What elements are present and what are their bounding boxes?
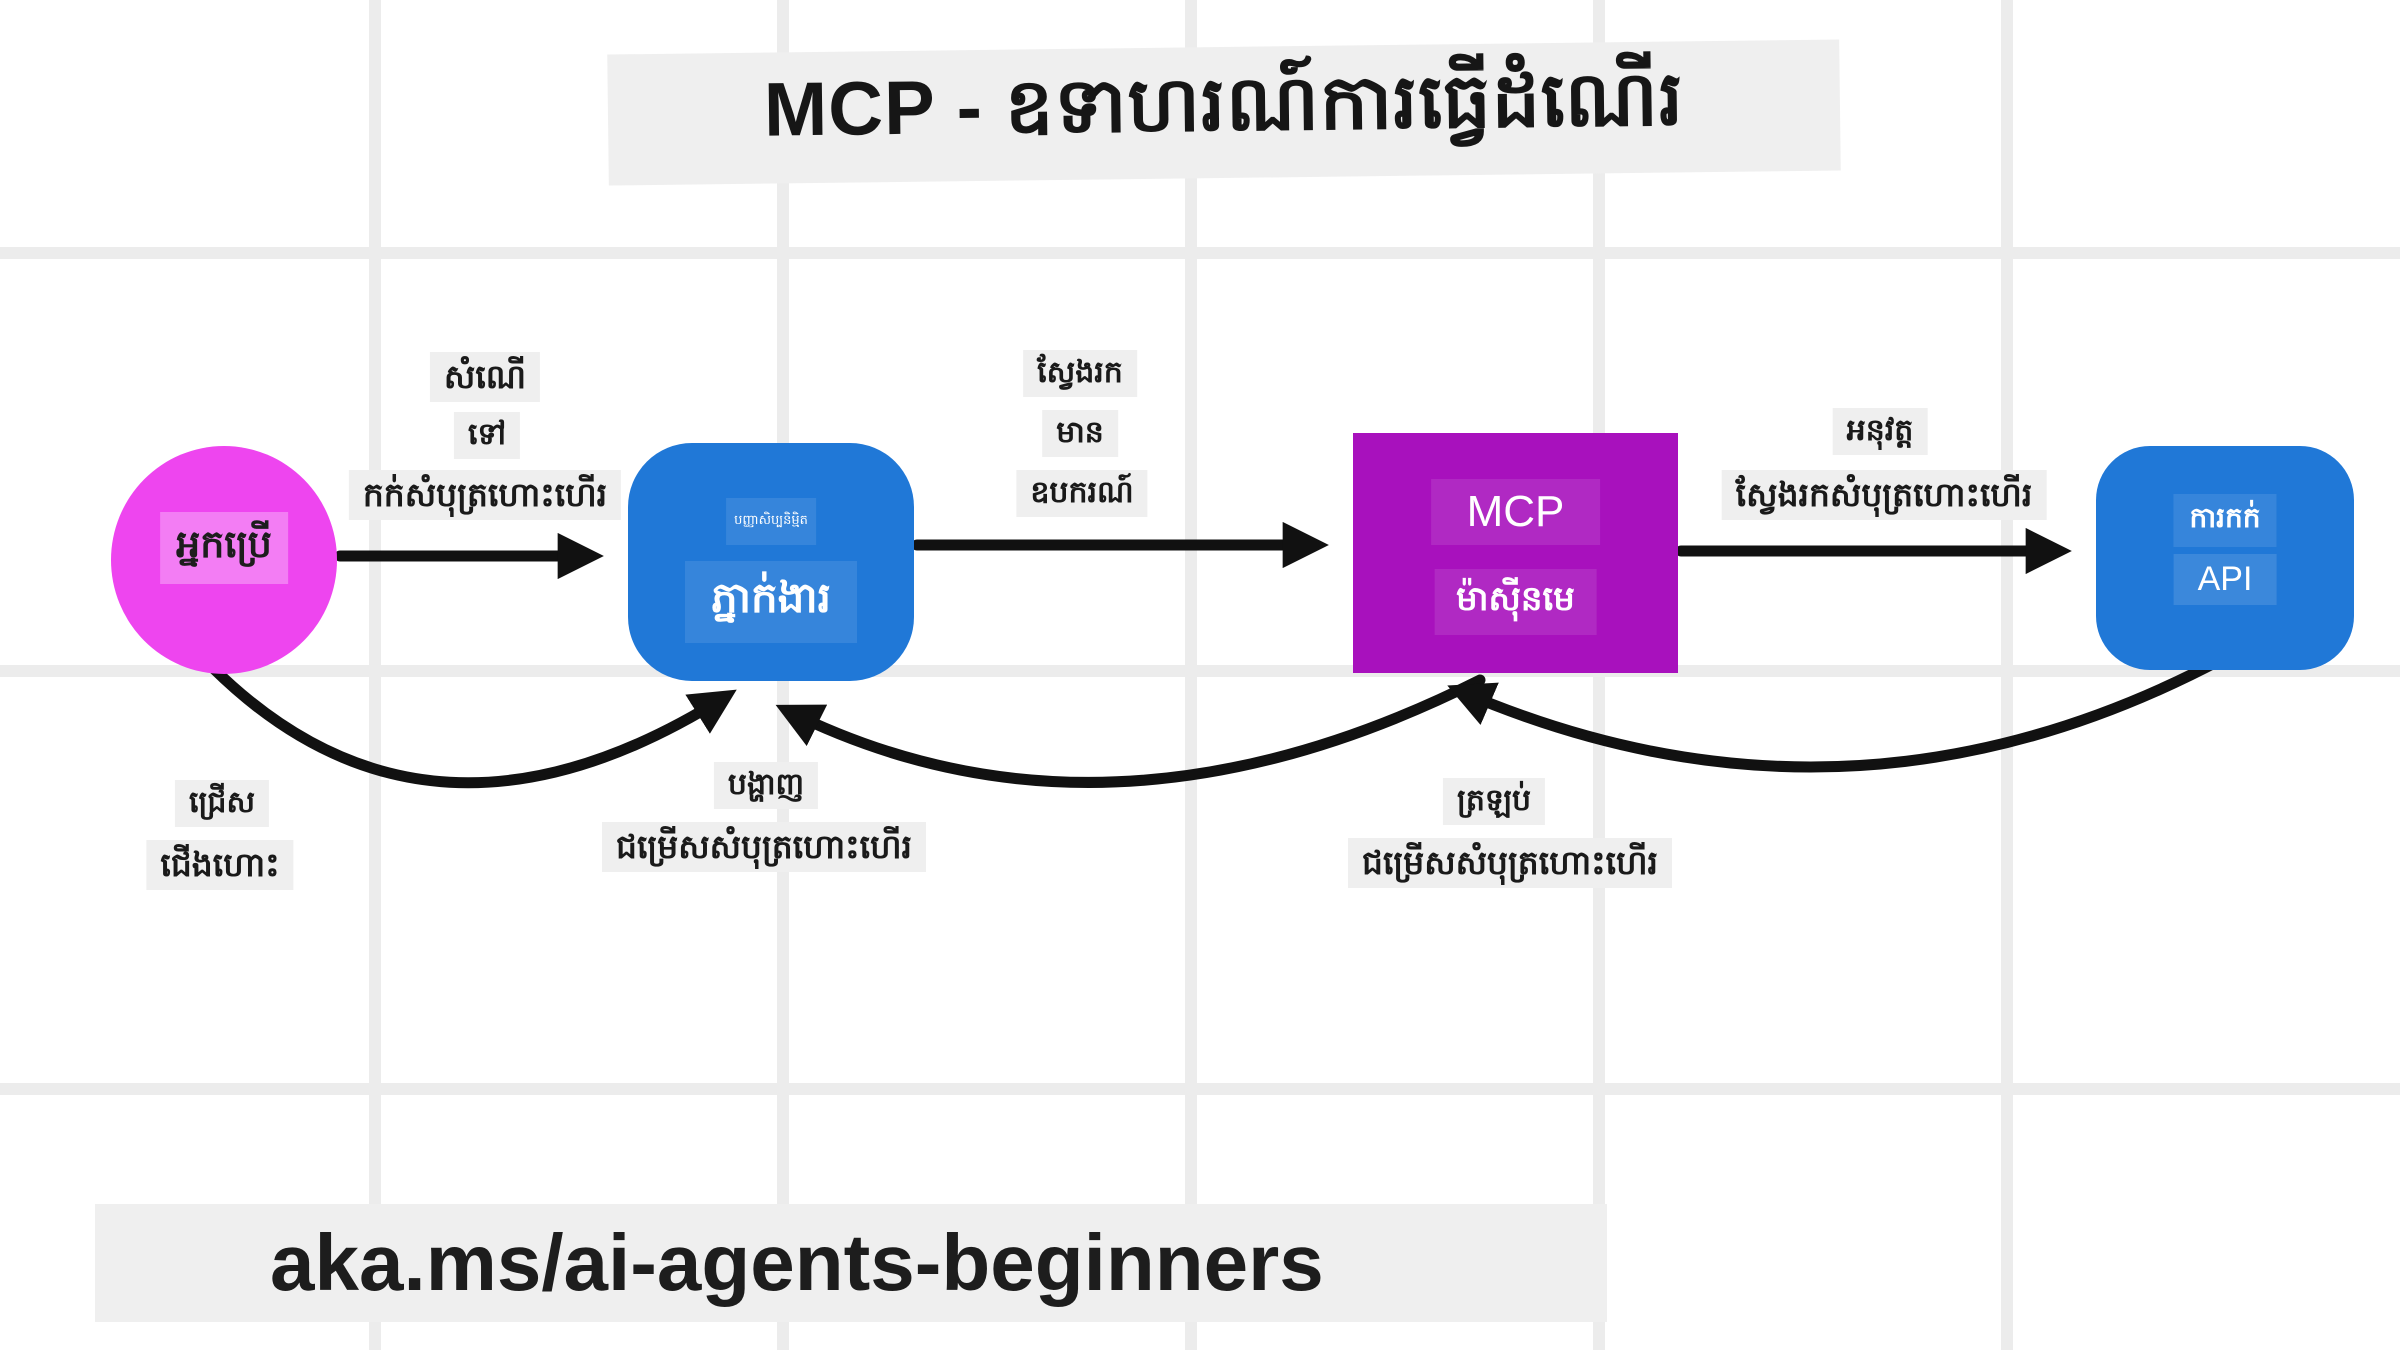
edge-label-request-line3: កក់សំបុត្រហោះហើរ [348, 470, 622, 520]
node-mcp-server[interactable]: MCP ម៉ាស៊ីនមេ [1353, 433, 1678, 673]
footer-link-text: aka.ms/ai-agents-beginners [270, 1218, 1324, 1307]
edge-label-show-line1: បង្ហាញ [713, 762, 819, 809]
arrow-mcp-to-agent-return[interactable] [775, 674, 1486, 788]
node-ai-agent[interactable]: បញ្ញាសិប្បនិម្មិត ភ្នាក់ងារ [628, 443, 914, 681]
node-booking-api[interactable]: ការកក់ API [2096, 446, 2354, 670]
edge-label-find-line3: ឧបករណ៍ [1016, 470, 1148, 517]
node-agent-sublabel: បញ្ញាសិប្បនិម្មិត [726, 498, 816, 545]
edge-label-execute-line1: អនុវត្ត [1832, 408, 1928, 455]
node-api-label-line1: ការកក់ [2173, 494, 2277, 547]
node-api-label-line2: API [2173, 554, 2277, 605]
diagram-title: MCP - ឧទាហរណ៍ការធ្វើដំណើរ [607, 39, 1841, 186]
edge-label-choose-line2: ជើងហោះ [146, 840, 294, 890]
edge-label-request-line2: ទៅ [453, 412, 521, 459]
edge-label-execute-line2: ស្វែងរកសំបុត្រហោះហើរ [1721, 470, 2047, 520]
edge-label-show-line2: ជម្រើសសំបុត្រហោះហើរ [601, 822, 927, 872]
edge-label-find-line2: មាន [1042, 410, 1118, 457]
edge-label-return-line1: ត្រឡប់ [1442, 778, 1546, 825]
footer-banner: aka.ms/ai-agents-beginners [95, 1204, 1607, 1322]
node-agent-label: ភ្នាក់ងារ [685, 561, 857, 643]
edge-label-request-line1: សំណើ [429, 352, 541, 402]
arrow-api-to-mcp-return[interactable] [1447, 652, 2230, 773]
node-mcp-label-line1: MCP [1430, 479, 1601, 545]
edge-label-choose-line1: ជ្រើស [174, 780, 270, 827]
edge-label-return-line2: ជម្រើសសំបុត្រហោះហើរ [1347, 838, 1673, 888]
edge-label-find-line1: ស្វែងរក [1023, 350, 1137, 397]
node-mcp-label-line2: ម៉ាស៊ីនមេ [1434, 569, 1597, 635]
node-user-label: អ្នកប្រើ [160, 512, 288, 584]
diagram-title-text: MCP - ឧទាហរណ៍ការធ្វើដំណើរ [763, 56, 1685, 153]
arrow-user-to-agent-choose[interactable] [207, 662, 737, 789]
node-user[interactable]: អ្នកប្រើ [111, 446, 337, 674]
